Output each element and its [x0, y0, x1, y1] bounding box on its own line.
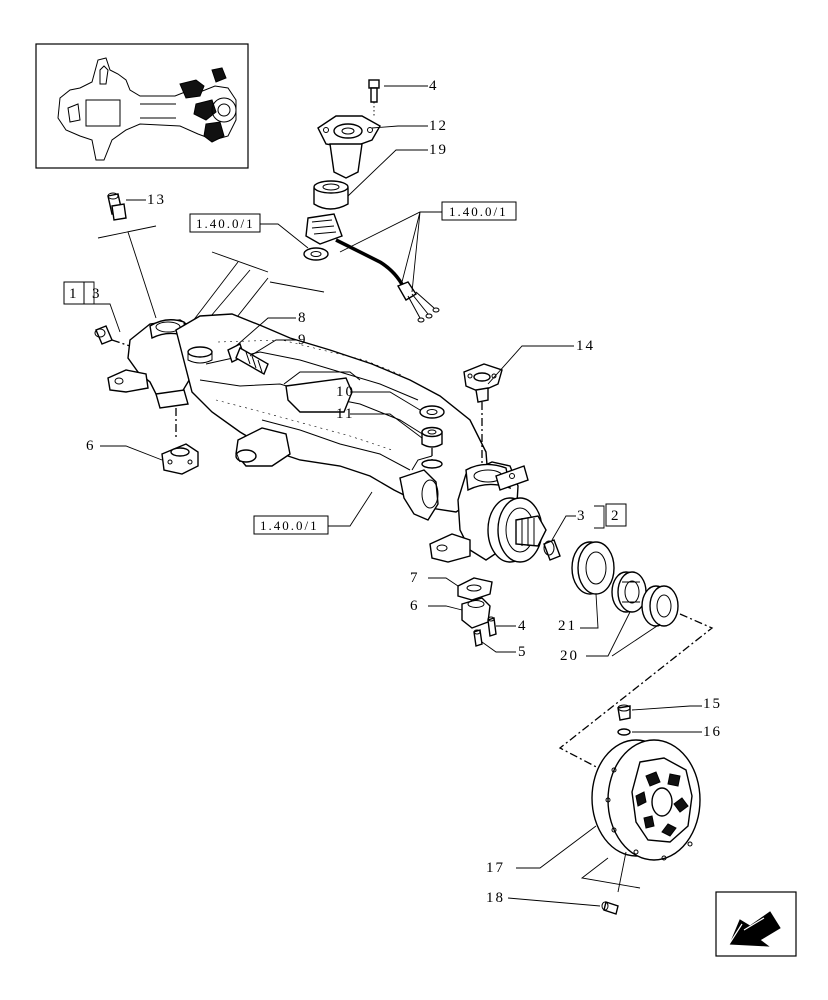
- label-16: 16: [703, 724, 722, 740]
- label-21: 21: [558, 618, 577, 634]
- label-3-left: 3: [92, 286, 102, 302]
- cap-12: [317, 115, 428, 179]
- stud-18: [507, 897, 619, 915]
- fitting-13: [107, 192, 146, 221]
- bolt-4-bottom: [487, 616, 516, 637]
- label-4-bottom: 4: [518, 618, 528, 634]
- label-20: 20: [560, 648, 579, 664]
- label-6-bottom: 6: [410, 598, 420, 614]
- cap-14: [463, 345, 574, 470]
- ref-box-left[interactable]: [189, 213, 261, 233]
- label-14: 14: [576, 338, 595, 354]
- ref-label-left[interactable]: 1.40.0/1: [196, 216, 255, 231]
- callout-box-1: [63, 281, 85, 305]
- locator-thumbnail: [35, 43, 249, 169]
- bushing-19: [313, 149, 428, 210]
- label-2: 2: [611, 508, 621, 524]
- bolt-4-top: [368, 79, 428, 103]
- label-5: 5: [518, 644, 528, 660]
- label-15: 15: [703, 696, 722, 712]
- plug-15: [617, 704, 702, 721]
- back-arrow-icon[interactable]: [715, 891, 797, 957]
- sensor-cable: [303, 213, 440, 323]
- label-17: 17: [486, 860, 505, 876]
- label-3-right: 3: [577, 508, 587, 524]
- right-knuckle: [429, 461, 547, 563]
- washer-16: [617, 728, 702, 736]
- bearings-20: [586, 571, 679, 657]
- grease-fitting-5: [473, 629, 516, 653]
- seal-21: [571, 541, 615, 629]
- label-12: 12: [429, 118, 448, 134]
- label-6-left: 6: [86, 438, 96, 454]
- nut-3-right: [543, 515, 576, 561]
- washer-10: [350, 391, 445, 419]
- ref-box-right[interactable]: [441, 201, 517, 221]
- bushing-11: [350, 413, 443, 448]
- label-19: 19: [429, 142, 448, 158]
- label-11: 11: [336, 406, 354, 422]
- callout-box-2: [605, 503, 627, 527]
- label-10: 10: [336, 384, 355, 400]
- pin-8-bolt-9: [227, 317, 296, 376]
- label-4-top: 4: [429, 78, 439, 94]
- bracket-6-left: [100, 443, 199, 475]
- label-7: 7: [410, 570, 420, 586]
- label-9: 9: [298, 332, 308, 348]
- plate-7: [428, 577, 493, 601]
- bracket-6-bottom: [428, 597, 491, 629]
- wheel-hub-17: [516, 739, 701, 893]
- label-18: 18: [486, 890, 505, 906]
- label-13: 13: [147, 192, 166, 208]
- ref-label-right[interactable]: 1.40.0/1: [449, 204, 508, 219]
- ref-label-axle[interactable]: 1.40.0/1: [260, 518, 319, 533]
- label-8: 8: [298, 310, 308, 326]
- label-1: 1: [69, 286, 79, 302]
- ref-box-axle[interactable]: [253, 515, 329, 535]
